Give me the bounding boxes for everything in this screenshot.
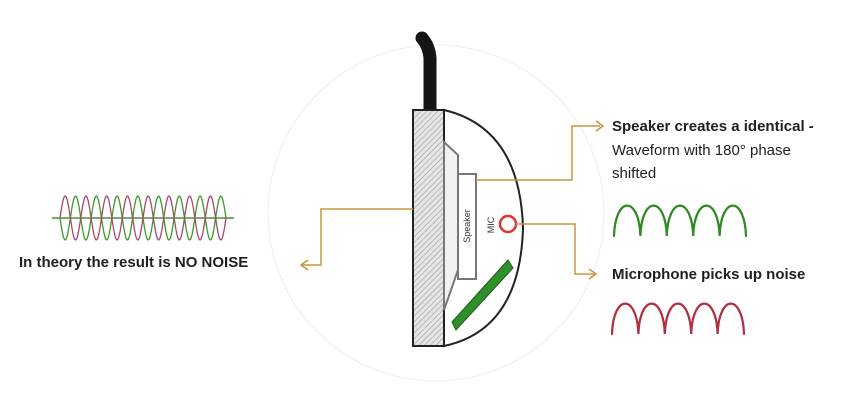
leader-lines <box>299 120 605 280</box>
speaker-box <box>457 173 477 280</box>
mic-leader-arrow <box>588 268 598 280</box>
speaker-label: Speaker <box>462 209 472 243</box>
speaker-leader-line <box>476 125 600 181</box>
speaker-heading-label: Speaker creates a identical - <box>612 118 814 135</box>
anti-noise-waveform <box>612 204 748 238</box>
speaker-desc-line-2: shifted <box>612 165 657 182</box>
cancel-wave-magenta <box>59 195 227 241</box>
speaker-leader-arrow <box>595 120 605 132</box>
result-leader-line <box>301 208 413 266</box>
microphone-icon <box>498 214 518 234</box>
background-circle <box>267 44 605 382</box>
speaker-desc-line-1: Waveform with 180° phase <box>612 142 791 159</box>
mic-leader-line <box>516 223 596 275</box>
ear-cup-plate <box>412 109 445 347</box>
result-leader-arrow <box>299 259 309 271</box>
ear-cup-shell <box>443 108 525 348</box>
noise-waveform <box>610 302 746 336</box>
headphone-cable <box>415 31 437 117</box>
pcb-board <box>451 259 514 331</box>
mic-label: MIC <box>486 216 496 233</box>
microphone-label: Microphone picks up noise <box>612 266 806 283</box>
result-label: In theory the result is NO NOISE <box>19 254 249 271</box>
